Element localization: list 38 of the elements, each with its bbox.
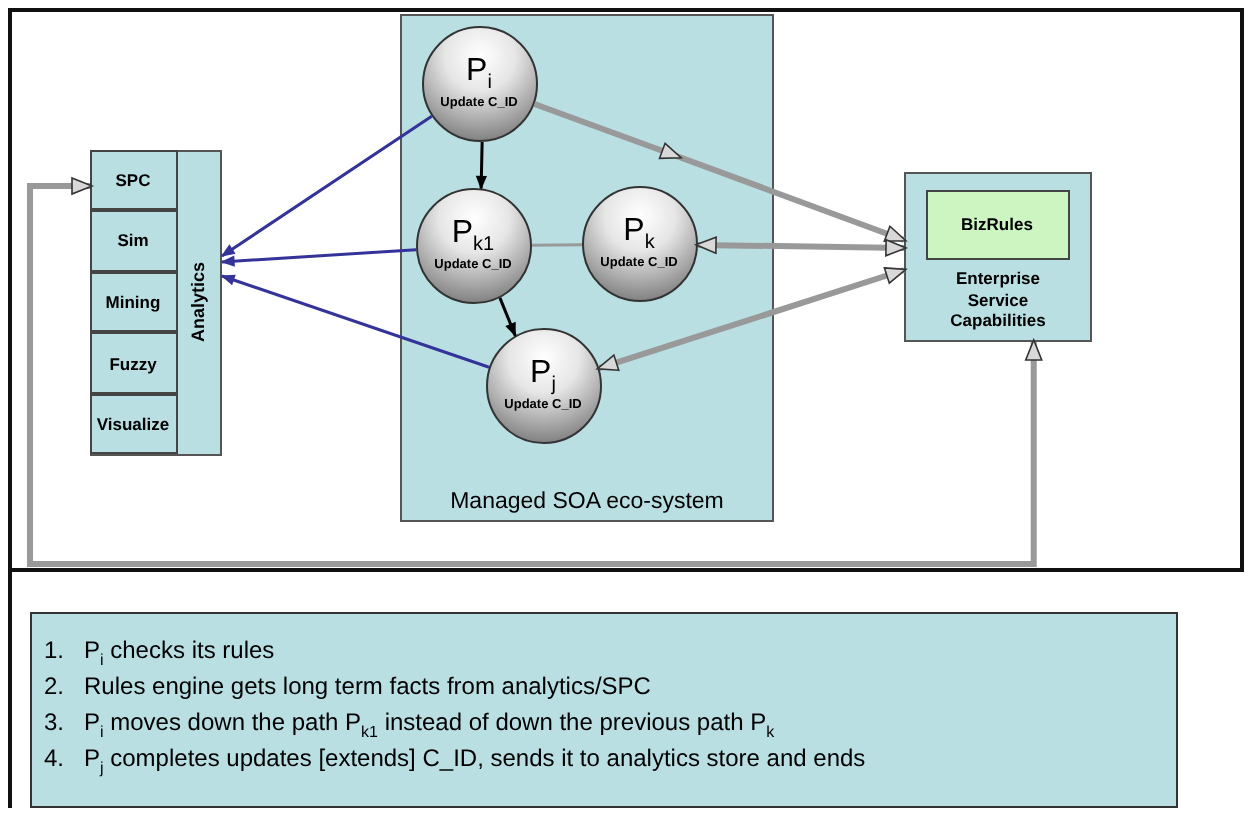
double-line-arrow bbox=[27, 177, 1043, 567]
process-circle bbox=[485, 327, 601, 443]
module-box bbox=[89, 271, 177, 333]
process-name: P$_{i}$ bbox=[466, 55, 492, 95]
double-line-arrow bbox=[533, 101, 908, 243]
rules-label: BizRules bbox=[961, 214, 1033, 234]
process-circle bbox=[421, 25, 537, 141]
module-label: Mining bbox=[105, 291, 161, 312]
note-text: 4. P$_{j}$ completes updates [extends] C_ID, sends it to analytics store and ends bbox=[44, 742, 868, 776]
double-line-arrow bbox=[695, 236, 907, 257]
notes-box bbox=[30, 612, 1178, 808]
module-box bbox=[89, 332, 177, 394]
panel-title: Analytics bbox=[186, 262, 210, 344]
module-label: Sim bbox=[117, 230, 149, 251]
service-label: Enterprise Service Capabilities bbox=[948, 268, 1048, 332]
process-name: P$_{j}$ bbox=[530, 357, 556, 397]
arrow bbox=[220, 114, 433, 258]
double-line-arrow bbox=[596, 267, 907, 372]
rules-box bbox=[925, 189, 1069, 259]
module-box bbox=[89, 393, 177, 455]
module-box bbox=[89, 149, 177, 211]
analytics-panel bbox=[90, 150, 222, 456]
arrow bbox=[475, 141, 487, 190]
arrow bbox=[220, 274, 490, 369]
ecosystem-region bbox=[400, 14, 774, 522]
note-text: 3. P$_{i}$ moves down the path P$_{k1}$ instead of down the previous path P$_{k}$ bbox=[44, 706, 777, 740]
module-box bbox=[89, 210, 177, 272]
module-label: SPC bbox=[115, 169, 151, 190]
note-text: 2. Rules engine gets long term facts from analytics/SPC bbox=[44, 670, 653, 704]
service-box bbox=[904, 172, 1092, 342]
process-name: P$_{k1}$ bbox=[451, 217, 495, 257]
arrow bbox=[498, 297, 517, 337]
process-name: P$_{k}$ bbox=[623, 215, 655, 255]
module-label: Visualize bbox=[96, 414, 170, 435]
region-label: Managed SOA eco-system bbox=[448, 490, 726, 514]
arrow bbox=[220, 248, 417, 267]
module-label: Fuzzy bbox=[109, 353, 157, 374]
note-text: 1. P$_{i}$ checks its rules bbox=[44, 634, 277, 668]
